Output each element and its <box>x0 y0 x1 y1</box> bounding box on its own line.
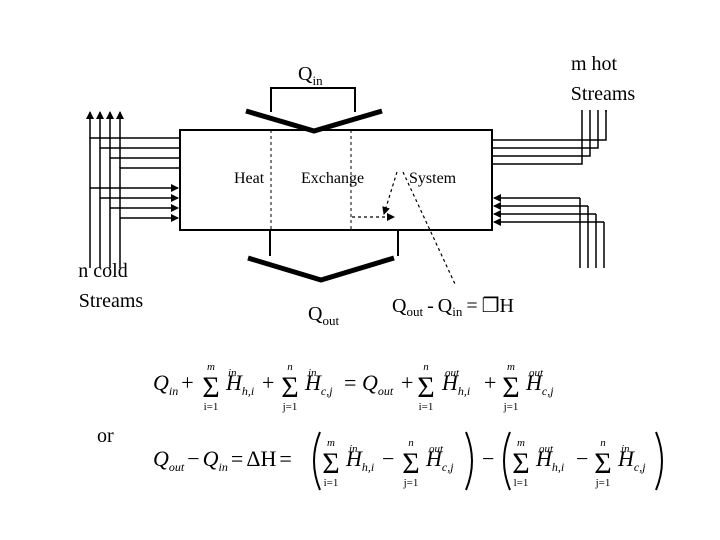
svg-text:n: n <box>287 361 293 373</box>
svg-text:m: m <box>207 361 215 373</box>
svg-text:i=1: i=1 <box>204 401 219 413</box>
svg-text:Hc,j: Hc,j <box>525 370 554 398</box>
svg-text:m: m <box>507 361 515 373</box>
cold-streams <box>86 111 180 268</box>
svg-text:Hh,i: Hh,i <box>535 446 564 474</box>
svg-text:j=1: j=1 <box>282 401 298 413</box>
equation-2: Qout−Qin=ΔH= m Σ i=1 Hh,i in − n Σ j=1 H… <box>153 431 663 491</box>
svg-text:n: n <box>600 437 606 449</box>
svg-text:−: − <box>382 446 394 471</box>
dashed-pointers <box>352 171 456 285</box>
energy-balance-label: Qout-Qin=❐H <box>392 295 514 319</box>
equation-1: Qin+ m Σ i=1 Hh,i in + n Σ j=1 Hc,j in =… <box>153 361 554 413</box>
svg-text:Qout: Qout <box>362 370 394 398</box>
svg-text:out: out <box>529 367 544 379</box>
or-label: or <box>97 425 114 447</box>
svg-text:Qout−Qin=ΔH=: Qout−Qin=ΔH= <box>153 446 292 474</box>
svg-text:Σ: Σ <box>502 371 519 404</box>
system-label: System <box>409 170 457 187</box>
svg-text:out: out <box>445 367 460 379</box>
svg-text:in: in <box>349 443 358 455</box>
svg-text:Σ: Σ <box>322 447 339 480</box>
exchange-system-box <box>179 129 493 231</box>
svg-text:j=1: j=1 <box>595 477 611 489</box>
right-paren-2 <box>655 431 663 491</box>
svg-text:j=1: j=1 <box>503 401 519 413</box>
svg-text:out: out <box>429 443 444 455</box>
left-paren-1 <box>313 431 321 491</box>
svg-text:Hh,i: Hh,i <box>441 370 470 398</box>
svg-text:n: n <box>408 437 414 449</box>
svg-text:Hc,j: Hc,j <box>425 446 454 474</box>
svg-text:n: n <box>423 361 429 373</box>
svg-text:Σ: Σ <box>281 371 298 404</box>
svg-text:j=1: j=1 <box>403 477 419 489</box>
svg-text:Σ: Σ <box>402 447 419 480</box>
svg-text:Hc,j: Hc,j <box>617 446 646 474</box>
q-out-funnel <box>247 230 399 283</box>
svg-text:l=1: l=1 <box>514 477 529 489</box>
q-in-funnel <box>245 87 383 134</box>
svg-text:in: in <box>308 367 317 379</box>
svg-text:=: = <box>344 370 356 395</box>
svg-text:+: + <box>401 370 413 395</box>
svg-text:m: m <box>517 437 525 449</box>
svg-text:Qin+: Qin+ <box>153 370 194 398</box>
svg-text:in: in <box>228 367 237 379</box>
hot-streams-label-line1: m hot <box>571 53 618 75</box>
svg-text:−: − <box>482 446 494 471</box>
cold-streams-label-line2: Streams <box>79 290 144 312</box>
svg-text:in: in <box>621 443 630 455</box>
svg-text:Hh,i: Hh,i <box>345 446 374 474</box>
svg-text:m: m <box>327 437 335 449</box>
hot-streams-label-line2: Streams <box>571 83 636 105</box>
svg-text:Hc,j: Hc,j <box>304 370 333 398</box>
exchange-label: Exchange <box>301 170 364 187</box>
svg-text:out: out <box>539 443 554 455</box>
svg-text:Σ: Σ <box>594 447 611 480</box>
svg-text:Σ: Σ <box>512 447 529 480</box>
q-out-label: Qout <box>308 303 339 328</box>
svg-text:Σ: Σ <box>202 371 219 404</box>
svg-text:Hh,i: Hh,i <box>225 370 254 398</box>
svg-text:Σ: Σ <box>417 371 434 404</box>
cold-streams-label-line1: n cold <box>78 260 127 282</box>
svg-text:+: + <box>262 370 274 395</box>
svg-text:+: + <box>484 370 496 395</box>
svg-text:i=1: i=1 <box>324 477 339 489</box>
hot-streams <box>492 110 607 268</box>
q-in-label: Qin <box>298 63 323 88</box>
heat-label: Heat <box>234 170 265 187</box>
svg-text:−: − <box>576 446 588 471</box>
left-paren-2 <box>503 431 511 491</box>
svg-text:i=1: i=1 <box>419 401 434 413</box>
right-paren-1 <box>465 431 473 491</box>
